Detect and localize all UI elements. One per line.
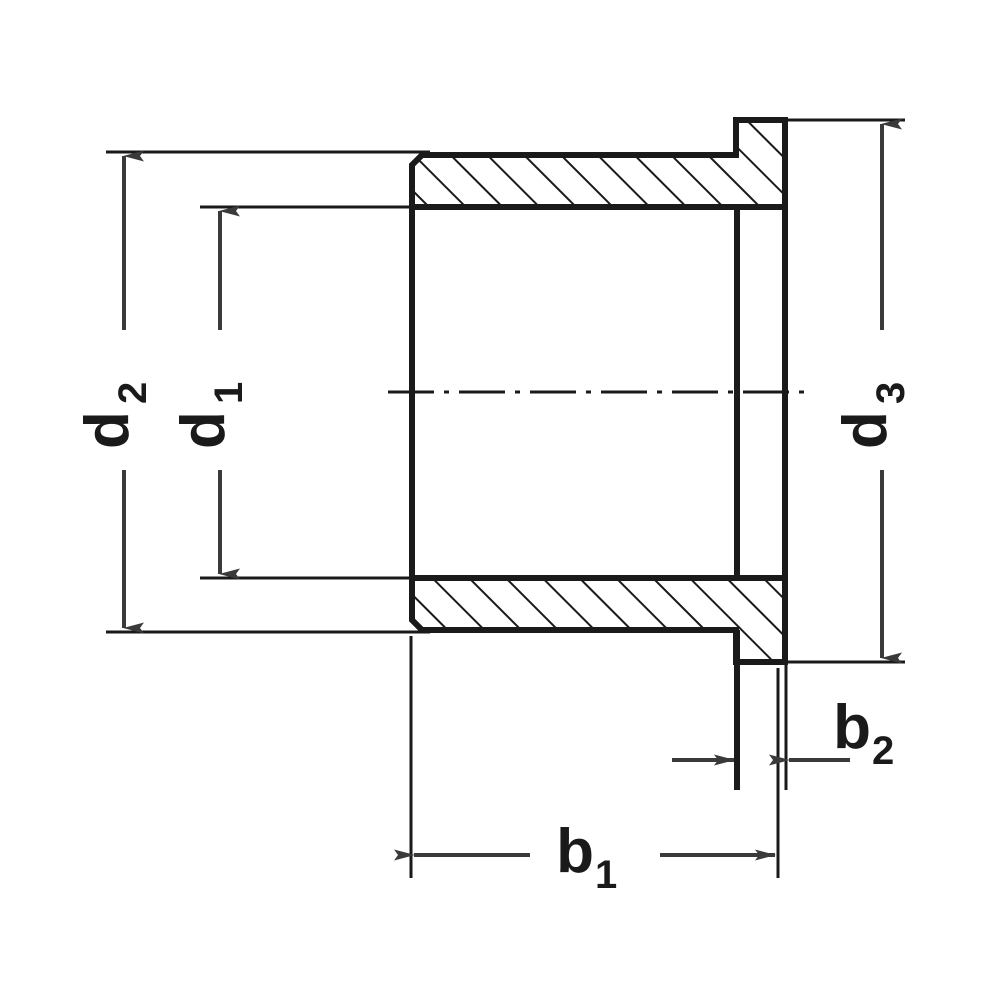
dimension-label-d3: d 3 — [831, 382, 913, 449]
dimension-labels: d 2 d 1 d 3 b 1 b 2 — [73, 382, 913, 897]
dimension-label-d1-subscript: 1 — [207, 382, 251, 404]
dimension-label-b1: b 1 — [556, 817, 617, 897]
dimension-label-b2-subscript: 2 — [872, 729, 894, 773]
lower-wall-hatch — [412, 578, 785, 662]
dimension-label-d1: d 1 — [169, 382, 251, 449]
upper-wall-outline — [409, 117, 788, 210]
upper-wall-hatch — [412, 120, 785, 207]
dimension-lines — [122, 118, 902, 861]
dimension-label-d2: d 2 — [73, 382, 155, 449]
dimension-label-d2-subscript: 2 — [111, 382, 155, 404]
dimension-label-b1-subscript: 1 — [595, 853, 617, 897]
dimension-label-b2-base: b — [833, 693, 871, 762]
dimension-label-d3-base: d — [831, 411, 900, 449]
dimension-label-d3-subscript: 3 — [869, 382, 913, 404]
dimension-label-b1-base: b — [556, 817, 594, 886]
dimension-label-d2-base: d — [73, 411, 142, 449]
dimension-label-b2: b 2 — [833, 693, 894, 773]
dimension-label-d1-base: d — [169, 411, 238, 449]
